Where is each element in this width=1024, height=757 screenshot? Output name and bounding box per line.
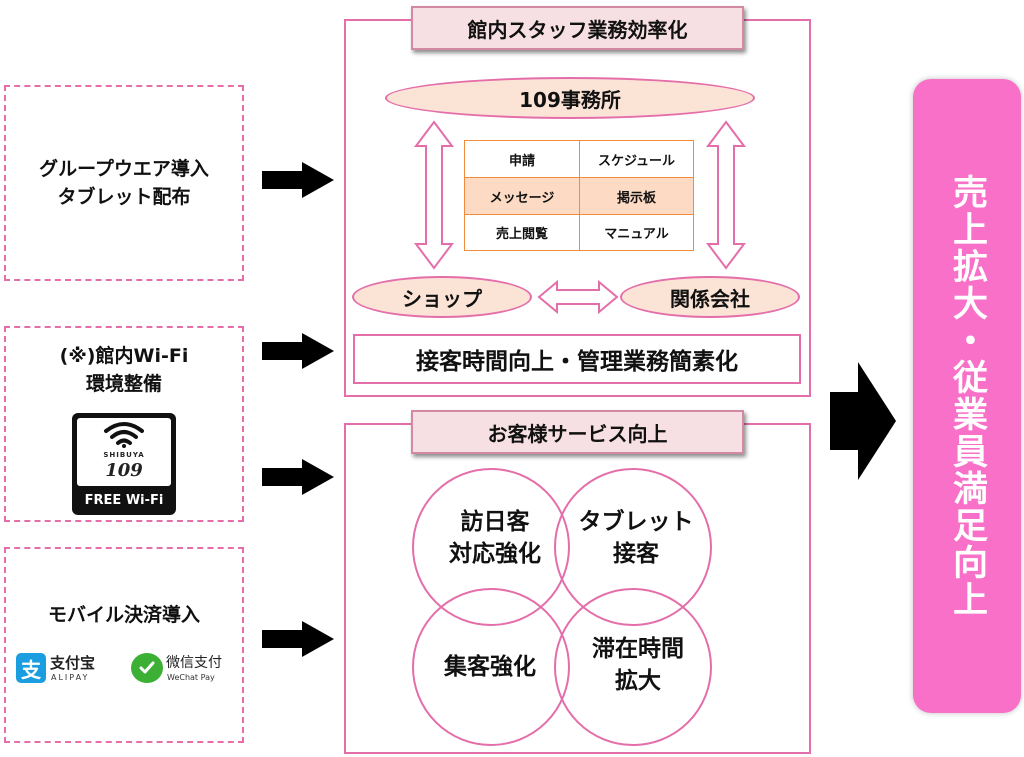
affiliate-ellipse: 関係会社 [620, 276, 800, 318]
label-extend-stay: 滞在時間 拡大 [592, 636, 684, 694]
groupware-features-grid: 申請 スケジュール メッセージ 掲示板 売上閲覧 マニュアル [464, 140, 694, 251]
circle-extend-stay [554, 588, 712, 746]
wifi-title: (※)館内Wi-Fi 環境整備 [59, 345, 189, 395]
wifi-badge-label: FREE Wi-Fi [84, 492, 164, 508]
wifi-icon [104, 422, 144, 448]
alipay-label: 支付宝 [50, 654, 96, 672]
grid-cell-bulletin-board: 掲示板 [579, 177, 694, 215]
payment-box: モバイル決済導入 支 支付宝 ALIPAY 微信支付 WeChat Pay [4, 547, 244, 743]
alipay-sub: ALIPAY [51, 673, 90, 682]
result-text: 売上拡大・従業員満足向上 [947, 174, 987, 618]
wifi-badge-small-text: SHIBUYA [103, 451, 145, 459]
payment-title: モバイル決済導入 [47, 604, 200, 626]
double-arrow-right-icon [706, 120, 746, 270]
wifi-badge-top: SHIBUYA 109 [77, 418, 171, 486]
label-tablet-service: タブレット 接客 [578, 509, 694, 567]
arrow-groupware [262, 162, 334, 198]
double-arrow-left-icon [414, 120, 454, 270]
grid-cell-sales-view: 売上閲覧 [464, 214, 580, 251]
arrow-payment [262, 621, 334, 657]
label-attract-customers: 集客強化 [444, 654, 536, 680]
office-ellipse: 109事務所 [385, 77, 755, 119]
grid-cell-application: 申請 [464, 140, 580, 178]
free-wifi-badge: SHIBUYA 109 FREE Wi-Fi [72, 413, 176, 515]
wechat-pay-sub: WeChat Pay [167, 673, 215, 682]
wifi-badge-number: 109 [105, 459, 143, 481]
arrow-to-result [830, 362, 896, 480]
alipay-logo-icon: 支 [16, 653, 46, 683]
wechat-pay-logo-icon [131, 653, 163, 683]
result-box: 売上拡大・従業員満足向上 [913, 79, 1021, 713]
staff-outcome-banner: 接客時間向上・管理業務簡素化 [353, 334, 801, 384]
arrow-wifi-upper [262, 333, 334, 369]
shop-ellipse: ショップ [352, 276, 532, 318]
grid-cell-manual: マニュアル [579, 214, 694, 251]
groupware-box: グループウエア導入 タブレット配布 [4, 85, 244, 281]
grid-cell-message: メッセージ [464, 177, 580, 215]
arrow-wifi-lower [262, 459, 334, 495]
label-inbound-support: 訪日客 対応強化 [449, 509, 541, 567]
wifi-box: (※)館内Wi-Fi 環境整備 SHIBUYA 109 FREE Wi-Fi [4, 326, 244, 522]
staff-panel-title: 館内スタッフ業務効率化 [411, 6, 744, 50]
service-panel-title: お客様サービス向上 [411, 410, 744, 454]
wechat-pay-label: 微信支付 [166, 655, 222, 671]
groupware-title: グループウエア導入 タブレット配布 [39, 158, 209, 208]
grid-cell-schedule: スケジュール [579, 140, 694, 178]
double-arrow-horizontal-icon [537, 280, 619, 314]
